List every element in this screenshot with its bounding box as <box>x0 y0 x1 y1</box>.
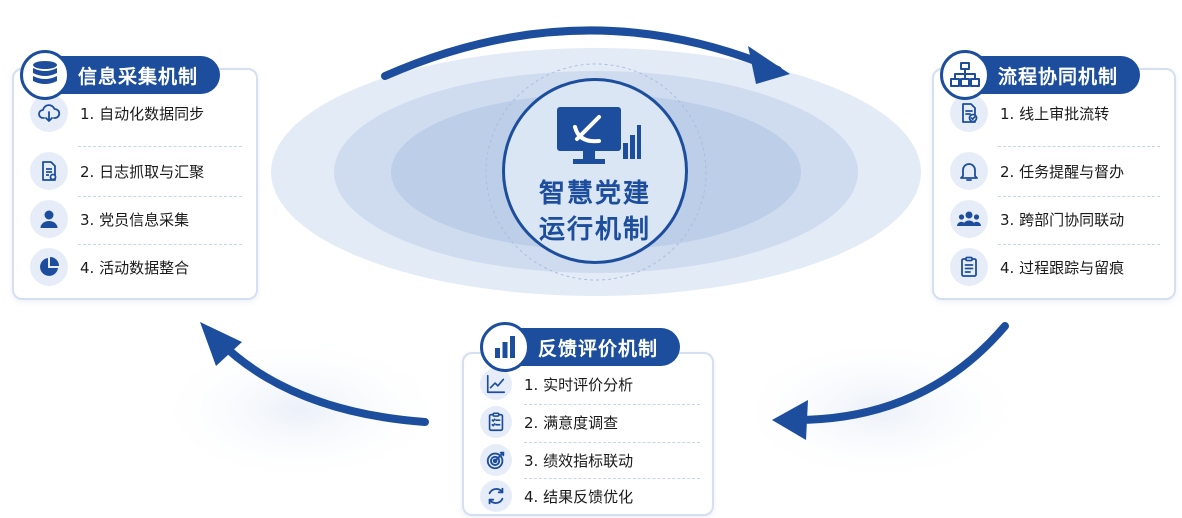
item-label: 3. 党员信息采集 <box>80 210 190 229</box>
arrow-top <box>381 26 782 80</box>
divider <box>998 244 1160 245</box>
item-label: 3. 绩效指标联动 <box>524 451 634 470</box>
module-card-info-collection: 1. 自动化数据同步 2. 日志抓取与汇聚 3. 党员信息采集 4. 活动数据整… <box>12 68 258 300</box>
divider <box>998 196 1160 197</box>
list-item: 3. 党员信息采集 <box>30 200 189 238</box>
arrow-bottom-left <box>214 336 429 426</box>
module-title: 信息采集机制 <box>52 56 221 94</box>
divider <box>998 146 1160 147</box>
list-item: 4. 活动数据整合 <box>30 248 189 286</box>
module-header-feedback-evaluation: 反馈评价机制 <box>480 322 681 372</box>
arrow-bottom-right <box>792 322 1009 424</box>
center-hub: 智慧党建 运行机制 <box>502 78 688 264</box>
item-label: 2. 任务提醒与督办 <box>1000 162 1125 181</box>
list-item: 4. 过程跟踪与留痕 <box>950 248 1124 286</box>
divider <box>524 404 700 405</box>
glow-left <box>150 335 450 485</box>
item-label: 2. 满意度调查 <box>524 413 619 432</box>
module-header-process-collaboration: 流程协同机制 <box>940 50 1141 100</box>
org-chart-icon <box>940 50 990 100</box>
list-item: 3. 跨部门协同联动 <box>950 200 1124 238</box>
center-title-line2: 运行机制 <box>538 215 651 245</box>
list-item: 2. 任务提醒与督办 <box>950 152 1124 190</box>
list-item: 4. 结果反馈优化 <box>480 480 633 512</box>
line-chart-icon <box>480 368 512 400</box>
list-item: 1. 实时评价分析 <box>480 368 633 400</box>
module-title: 流程协同机制 <box>972 56 1141 94</box>
divider <box>524 442 700 443</box>
item-label: 1. 线上审批流转 <box>1000 104 1110 123</box>
party-emblem-monitor-icon <box>557 107 641 164</box>
item-label: 3. 跨部门协同联动 <box>1000 210 1125 229</box>
arrow-bottom-right-head <box>772 400 808 440</box>
approval-document-icon <box>950 94 988 132</box>
item-label: 2. 日志抓取与汇聚 <box>80 162 205 181</box>
module-title: 反馈评价机制 <box>512 328 681 366</box>
divider <box>78 244 242 245</box>
module-card-process-collaboration: 1. 线上审批流转 2. 任务提醒与督办 3. 跨部门协同联动 4. <box>932 68 1176 300</box>
divider <box>78 146 242 147</box>
list-item: 2. 日志抓取与汇聚 <box>30 152 204 190</box>
arrow-top-head <box>748 46 790 84</box>
center-title-line1: 智慧党建 <box>538 179 651 209</box>
survey-icon <box>480 406 512 438</box>
item-label: 4. 结果反馈优化 <box>524 487 634 506</box>
center-ring-dotted <box>485 63 707 281</box>
item-label: 4. 过程跟踪与留痕 <box>1000 258 1125 277</box>
list-item: 1. 自动化数据同步 <box>30 94 204 132</box>
item-label: 4. 活动数据整合 <box>80 258 190 277</box>
list-item: 2. 满意度调查 <box>480 406 618 438</box>
arrow-bottom-left-head <box>200 322 242 366</box>
log-document-icon <box>30 152 68 190</box>
item-label: 1. 自动化数据同步 <box>80 104 205 123</box>
divider <box>524 478 700 479</box>
pie-chart-icon <box>30 248 68 286</box>
target-icon <box>480 444 512 476</box>
refresh-icon <box>480 480 512 512</box>
user-icon <box>30 200 68 238</box>
divider <box>78 196 242 197</box>
item-label: 1. 实时评价分析 <box>524 375 634 394</box>
bar-chart-icon <box>480 322 530 372</box>
bell-icon <box>950 152 988 190</box>
cloud-sync-icon <box>30 94 68 132</box>
list-item: 1. 线上审批流转 <box>950 94 1109 132</box>
database-icon <box>20 50 70 100</box>
list-item: 3. 绩效指标联动 <box>480 444 633 476</box>
module-card-feedback-evaluation: 1. 实时评价分析 2. 满意度调查 3. 绩效指标联动 4. 结果反 <box>462 352 714 516</box>
clipboard-icon <box>950 248 988 286</box>
team-icon <box>950 200 988 238</box>
module-header-info-collection: 信息采集机制 <box>20 50 221 100</box>
